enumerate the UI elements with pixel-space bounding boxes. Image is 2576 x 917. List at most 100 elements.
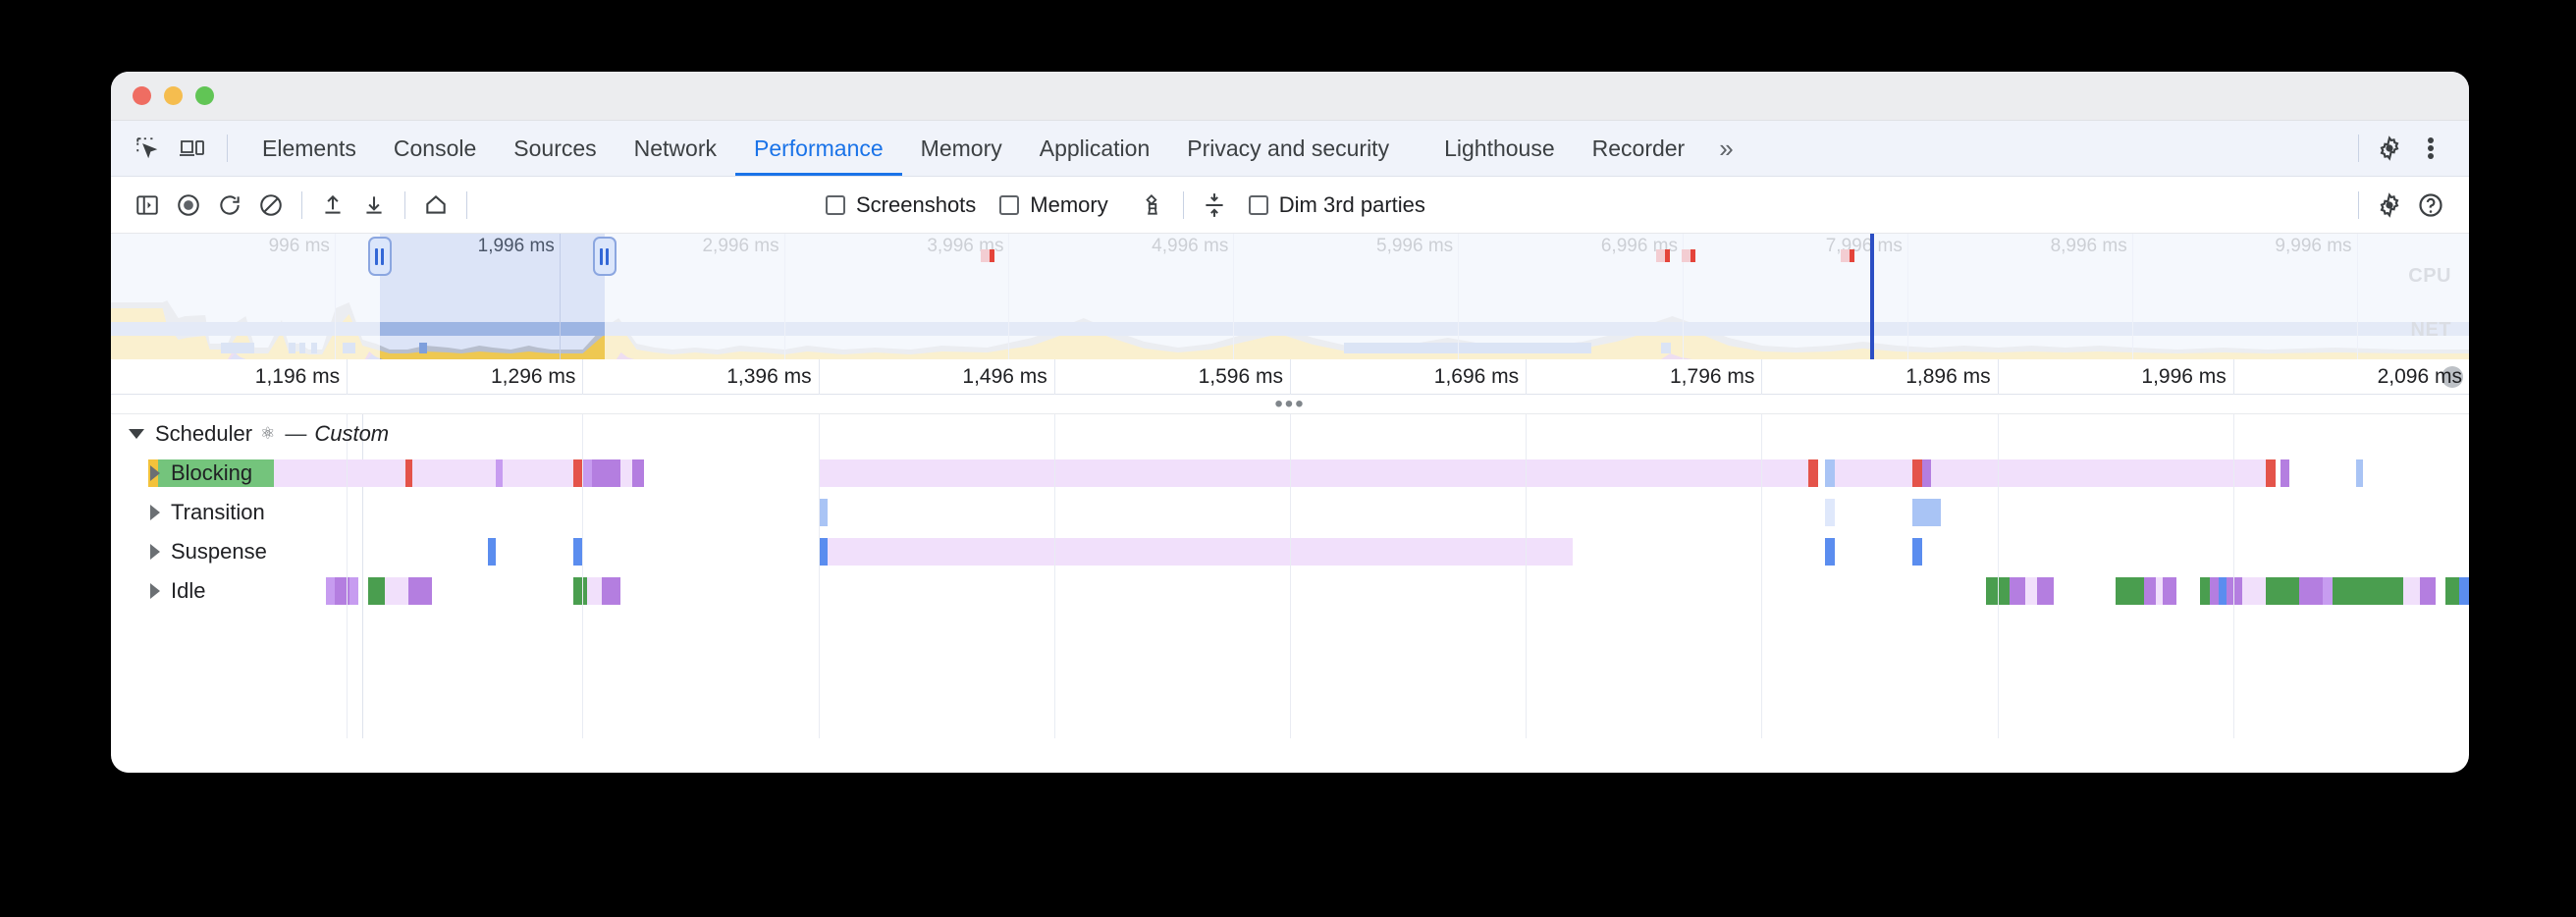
flame-segment[interactable]	[407, 577, 432, 605]
save-profile-button[interactable]	[353, 185, 395, 226]
flame-segment[interactable]	[1825, 459, 1835, 487]
timeline-scroll-thumb[interactable]	[2442, 366, 2463, 388]
help-question-icon[interactable]	[2410, 185, 2451, 226]
inspect-element-icon[interactable]	[127, 128, 168, 169]
flame-segment[interactable]	[2402, 577, 2420, 605]
toggle-sidebar-button[interactable]	[127, 185, 168, 226]
flame-segment[interactable]	[405, 459, 413, 487]
tab-lighthouse[interactable]: Lighthouse	[1425, 121, 1574, 176]
device-toolbar-icon[interactable]	[172, 128, 213, 169]
tab-network[interactable]: Network	[616, 121, 735, 176]
flame-segment[interactable]	[2143, 577, 2156, 605]
settings-gear-icon[interactable]	[2369, 128, 2410, 169]
flame-segment[interactable]	[1912, 459, 1922, 487]
flame-segment[interactable]	[273, 459, 406, 487]
record-button[interactable]	[168, 185, 209, 226]
flame-segment[interactable]	[2299, 577, 2324, 605]
flame-segment[interactable]	[2226, 577, 2243, 605]
flame-segment[interactable]	[2419, 577, 2437, 605]
flame-segment[interactable]	[1912, 499, 1941, 526]
flame-segment[interactable]	[1808, 459, 1819, 487]
track-row-suspense[interactable]: Suspense	[111, 532, 2469, 571]
flame-segment[interactable]	[2444, 577, 2460, 605]
flame-segment[interactable]	[582, 459, 592, 487]
flame-segment[interactable]	[2115, 577, 2144, 605]
flame-segment[interactable]	[1985, 577, 2010, 605]
tab-elements[interactable]: Elements	[243, 121, 375, 176]
flame-segment[interactable]	[2155, 577, 2163, 605]
flame-segment[interactable]	[1921, 459, 1932, 487]
reload-and-record-button[interactable]	[209, 185, 250, 226]
flame-segment[interactable]	[412, 459, 496, 487]
flame-segment[interactable]	[2209, 577, 2220, 605]
tab-application[interactable]: Application	[1021, 121, 1169, 176]
resizer-handle[interactable]: •••	[111, 392, 2469, 415]
tab-console[interactable]: Console	[375, 121, 495, 176]
flame-segment[interactable]	[325, 577, 336, 605]
flame-segment[interactable]	[158, 459, 274, 487]
flame-segment[interactable]	[2280, 459, 2290, 487]
more-tabs-chevron-icon[interactable]: »	[1703, 121, 1748, 176]
flame-segment[interactable]	[1912, 538, 1922, 566]
flame-segment[interactable]	[1825, 538, 1835, 566]
flame-segment[interactable]	[367, 577, 385, 605]
flame-segment[interactable]	[619, 459, 632, 487]
track-group-scheduler[interactable]: Scheduler ⚛ — Custom	[111, 414, 2469, 454]
window-close-button[interactable]	[133, 86, 151, 105]
memory-checkbox[interactable]: Memory	[999, 192, 1108, 218]
tab-recorder[interactable]: Recorder	[1574, 121, 1704, 176]
flame-segment[interactable]	[2323, 577, 2333, 605]
flame-segment[interactable]	[601, 577, 620, 605]
selection-handle-right[interactable]	[592, 237, 617, 276]
track-row-idle[interactable]: Idle	[111, 571, 2469, 611]
flame-segment[interactable]	[384, 577, 408, 605]
flame-segment[interactable]	[495, 459, 503, 487]
track-label-transition[interactable]: Transition	[150, 493, 265, 532]
flame-segment[interactable]	[1825, 499, 1835, 526]
flame-chart[interactable]: Scheduler ⚛ — Custom Blocking Transition	[111, 414, 2469, 738]
clear-button[interactable]	[250, 185, 292, 226]
track-label-suspense[interactable]: Suspense	[150, 532, 267, 571]
track-label-blocking[interactable]: Blocking	[150, 454, 252, 493]
flame-segment[interactable]	[335, 577, 349, 605]
flame-segment[interactable]	[572, 459, 583, 487]
flame-segment[interactable]	[2355, 459, 2363, 487]
flame-segment[interactable]	[2266, 459, 2277, 487]
overview-playhead[interactable]	[1869, 234, 1874, 359]
window-maximize-button[interactable]	[195, 86, 214, 105]
flame-segment[interactable]	[2459, 577, 2469, 605]
collect-garbage-icon[interactable]	[1132, 185, 1173, 226]
flame-segment[interactable]	[828, 538, 1574, 566]
flame-segment[interactable]	[572, 538, 583, 566]
flame-segment[interactable]	[818, 459, 1809, 487]
track-row-transition[interactable]: Transition	[111, 493, 2469, 532]
flame-segment[interactable]	[2162, 577, 2177, 605]
capture-settings-gear-icon[interactable]	[2369, 185, 2410, 226]
home-button[interactable]	[415, 185, 456, 226]
flame-segment[interactable]	[631, 459, 644, 487]
window-minimize-button[interactable]	[164, 86, 183, 105]
load-profile-button[interactable]	[312, 185, 353, 226]
flame-segment[interactable]	[2266, 577, 2300, 605]
group-header-scheduler[interactable]: Scheduler ⚛ — Custom	[129, 414, 389, 454]
tab-memory[interactable]: Memory	[902, 121, 1021, 176]
flame-segment[interactable]	[349, 577, 359, 605]
flame-segment[interactable]	[488, 538, 496, 566]
flame-segment[interactable]	[1931, 459, 2267, 487]
flame-segment[interactable]	[2037, 577, 2055, 605]
tab-privacy-and-security[interactable]: Privacy and security	[1168, 121, 1408, 176]
selection-handle-left[interactable]	[367, 237, 392, 276]
tab-performance[interactable]: Performance	[735, 121, 902, 176]
flame-segment[interactable]	[2242, 577, 2267, 605]
dim-3rd-parties-checkbox[interactable]: Dim 3rd parties	[1248, 192, 1425, 218]
tab-sources[interactable]: Sources	[495, 121, 615, 176]
flame-segment[interactable]	[502, 459, 573, 487]
flame-segment[interactable]	[2219, 577, 2227, 605]
screenshots-checkbox[interactable]: Screenshots	[826, 192, 976, 218]
flame-segment[interactable]	[2025, 577, 2038, 605]
flame-segment[interactable]	[572, 577, 588, 605]
track-row-blocking[interactable]: Blocking	[111, 454, 2469, 493]
flame-segment[interactable]	[1834, 459, 1913, 487]
flame-segment[interactable]	[2200, 577, 2210, 605]
track-label-idle[interactable]: Idle	[150, 571, 205, 611]
